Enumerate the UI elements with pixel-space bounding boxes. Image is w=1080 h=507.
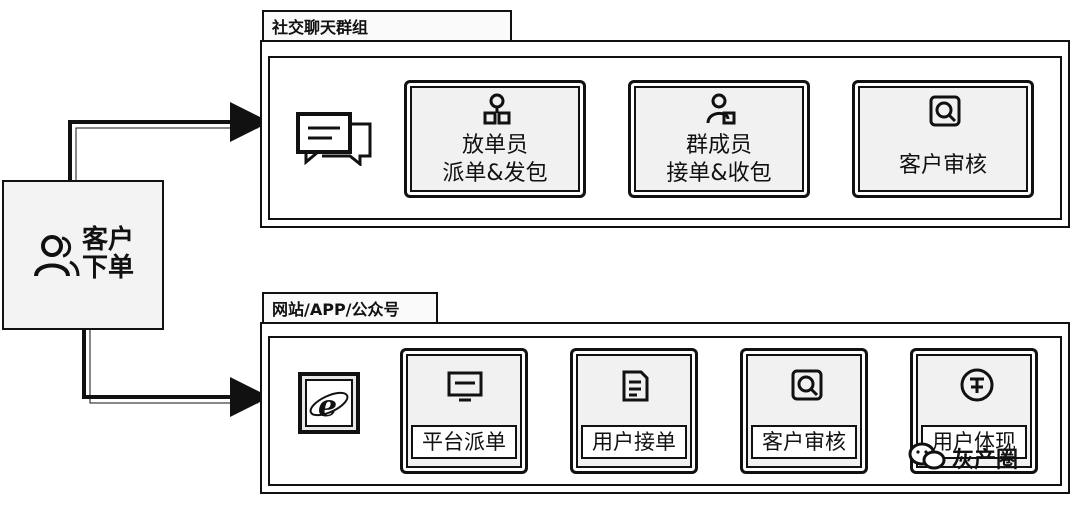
- monitor-icon: [447, 371, 483, 402]
- wechat-icon: [908, 442, 946, 470]
- watermark-text: 灰产圈: [952, 448, 1019, 473]
- top-group-inner: [268, 56, 1062, 220]
- customer-label-line2: 下单: [82, 253, 135, 283]
- bottom-step-2-label: 用户接单: [581, 425, 687, 459]
- top-step-1-line2: 派单&发包: [442, 161, 548, 186]
- customer-label-line1: 客户: [82, 225, 135, 255]
- chat-icon: [296, 112, 372, 166]
- bottom-step-4-label: 用户体现: [921, 425, 1027, 459]
- top-group-title: 社交聊天群组: [272, 18, 369, 37]
- document-edit-icon: [622, 370, 649, 402]
- bottom-step-3-label: 客户审核: [751, 425, 857, 459]
- arrow-customer-top: [68, 102, 270, 180]
- top-step-2-line2: 接单&收包: [666, 161, 772, 186]
- top-step-2: 群成员 接单&收包: [628, 80, 810, 198]
- bottom-group-title: 网站/APP/公众号: [272, 300, 400, 319]
- review-search-icon: [791, 369, 823, 401]
- bottom-group-tab: 网站/APP/公众号: [262, 292, 438, 324]
- top-group-tab: 社交聊天群组: [262, 10, 512, 42]
- top-step-2-line1: 群成员: [685, 133, 752, 158]
- bottom-step-3: 客户审核: [740, 348, 868, 474]
- user-org-icon: [483, 93, 511, 125]
- top-step-1: 放单员 派单&发包: [404, 80, 586, 198]
- bottom-step-1-label: 平台派单: [411, 425, 517, 459]
- top-step-3-line1: 客户审核: [898, 153, 987, 178]
- users-icon: [34, 235, 80, 277]
- customer-order-box: 客户 下单: [2, 180, 164, 330]
- bottom-group-inner: [268, 336, 1062, 486]
- payment-icon: [960, 368, 994, 402]
- browser-icon: e: [298, 372, 360, 434]
- customer-label: 客户 下单: [82, 226, 134, 282]
- top-step-3: 客户审核: [852, 80, 1034, 198]
- user-task-icon: [706, 93, 736, 125]
- review-search-icon: [929, 95, 961, 127]
- bottom-step-1: 平台派单: [400, 348, 528, 474]
- arrow-customer-bottom: [82, 330, 270, 417]
- top-step-1-line1: 放单员: [461, 133, 528, 158]
- bottom-step-2: 用户接单: [570, 348, 698, 474]
- bottom-step-4: 用户体现: [910, 348, 1038, 474]
